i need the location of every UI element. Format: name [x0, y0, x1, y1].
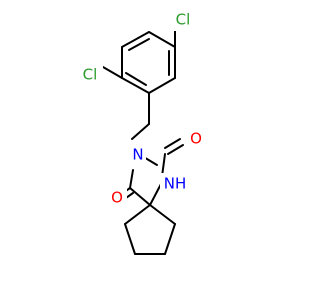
bond-ring-cl-left: [102, 66, 123, 79]
bond-spiro-r1: [149, 204, 176, 225]
cl-top-bg: [171, 9, 196, 31]
bond-nh-spiro: [149, 183, 162, 206]
o-left-bg: [108, 187, 127, 209]
cl-left-label: Cl: [83, 66, 98, 84]
bond-spiro-carbonyl-left: [129, 187, 151, 206]
cl-top-label: Cl: [176, 11, 191, 29]
nh-bg: [160, 173, 189, 195]
bond-r3-r4: [124, 223, 136, 255]
o-left-label: O: [111, 189, 123, 207]
cl-left-bg: [78, 64, 103, 86]
o-right-bg: [187, 128, 206, 150]
o-right-label: O: [190, 130, 202, 148]
structure-svg: Cl Cl O O N NH: [78, 9, 206, 255]
cyclopentane-ring: [124, 204, 176, 255]
n-imide-bg: [130, 144, 146, 166]
molecule-diagram: Cl Cl O O N NH: [78, 9, 206, 255]
bond-c2-c3: [121, 31, 150, 48]
bond-c5-c6: [148, 77, 176, 94]
n-imide-label: N: [132, 146, 143, 164]
bond-r1-r2: [164, 223, 176, 255]
bond-r4-spiro: [124, 204, 151, 225]
nh-label: NH: [164, 175, 187, 193]
carbonyl-right-bond-2: [164, 138, 181, 149]
carbonyl-right-bond-1: [167, 144, 184, 155]
bond-carbonyl-left-n: [129, 169, 134, 189]
bond-c6-c1: [121, 77, 150, 94]
bond-ch2-n: [131, 123, 150, 140]
dichlorophenyl-ring: [121, 31, 176, 94]
inner-double-3: [128, 38, 150, 51]
inner-double-2: [125, 72, 147, 86]
bond-c3-c4: [148, 31, 176, 48]
